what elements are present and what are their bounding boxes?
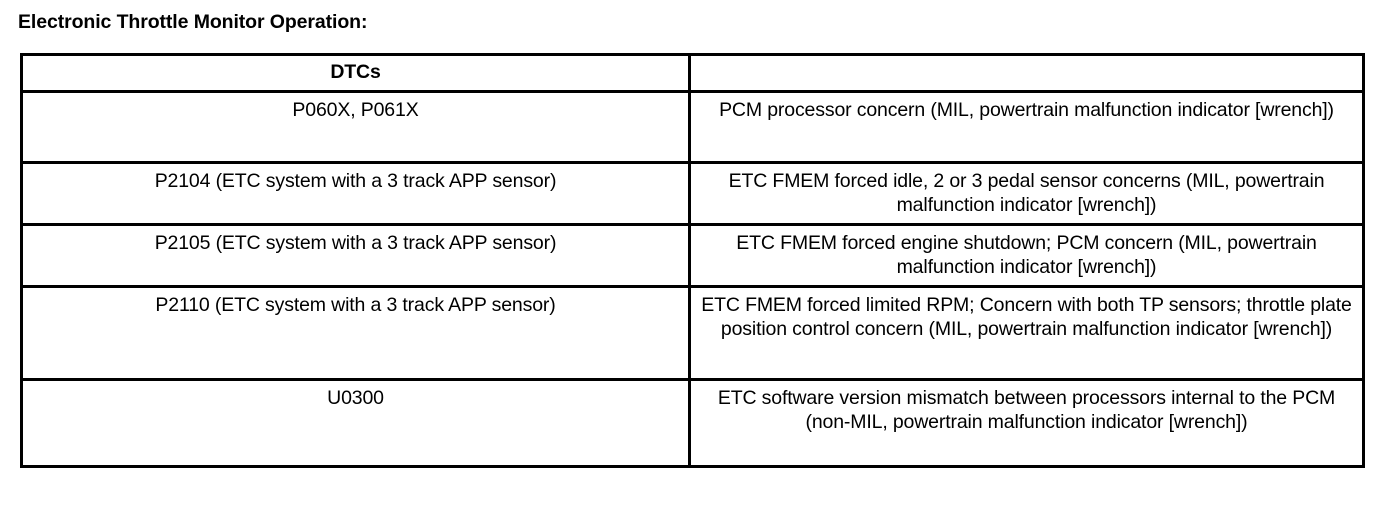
description-cell: PCM processor concern (MIL, powertrain m… — [688, 90, 1365, 164]
dtc-code-text: P2105 (ETC system with a 3 track APP sen… — [154, 232, 557, 254]
description-cell: ETC FMEM forced limited RPM; Concern wit… — [688, 285, 1365, 381]
column-header-dtcs-label: DTCs — [330, 61, 381, 83]
table-row: P2105 (ETC system with a 3 track APP sen… — [20, 223, 1365, 288]
description-text: PCM processor concern (MIL, powertrain m… — [719, 99, 1334, 121]
dtc-code-text: P060X, P061X — [292, 99, 419, 121]
dtc-table: DTCs P060X, P061X PCM processor concern … — [20, 53, 1365, 468]
column-header-description-label — [691, 56, 1362, 62]
description-cell: ETC software version mismatch between pr… — [688, 378, 1365, 468]
table-header-row: DTCs — [20, 53, 1365, 93]
description-text: ETC FMEM forced engine shutdown; PCM con… — [736, 232, 1317, 278]
column-header-description — [688, 53, 1365, 93]
dtc-cell: P060X, P061X — [20, 90, 691, 164]
description-cell: ETC FMEM forced idle, 2 or 3 pedal senso… — [688, 161, 1365, 226]
table-row: P2104 (ETC system with a 3 track APP sen… — [20, 161, 1365, 226]
description-text: ETC FMEM forced idle, 2 or 3 pedal senso… — [728, 170, 1325, 216]
column-header-dtcs: DTCs — [20, 53, 691, 93]
table-row: P060X, P061X PCM processor concern (MIL,… — [20, 90, 1365, 164]
table-row: U0300 ETC software version mismatch betw… — [20, 378, 1365, 468]
description-text: ETC FMEM forced limited RPM; Concern wit… — [701, 294, 1352, 340]
page-title: Electronic Throttle Monitor Operation: — [18, 11, 368, 33]
table-row: P2110 (ETC system with a 3 track APP sen… — [20, 285, 1365, 381]
dtc-cell: P2110 (ETC system with a 3 track APP sen… — [20, 285, 691, 381]
dtc-cell: U0300 — [20, 378, 691, 468]
dtc-cell: P2105 (ETC system with a 3 track APP sen… — [20, 223, 691, 288]
dtc-code-text: P2104 (ETC system with a 3 track APP sen… — [154, 170, 557, 192]
dtc-code-text: U0300 — [327, 387, 384, 409]
dtc-cell: P2104 (ETC system with a 3 track APP sen… — [20, 161, 691, 226]
dtc-code-text: P2110 (ETC system with a 3 track APP sen… — [155, 294, 556, 316]
description-text: ETC software version mismatch between pr… — [717, 387, 1336, 433]
description-cell: ETC FMEM forced engine shutdown; PCM con… — [688, 223, 1365, 288]
